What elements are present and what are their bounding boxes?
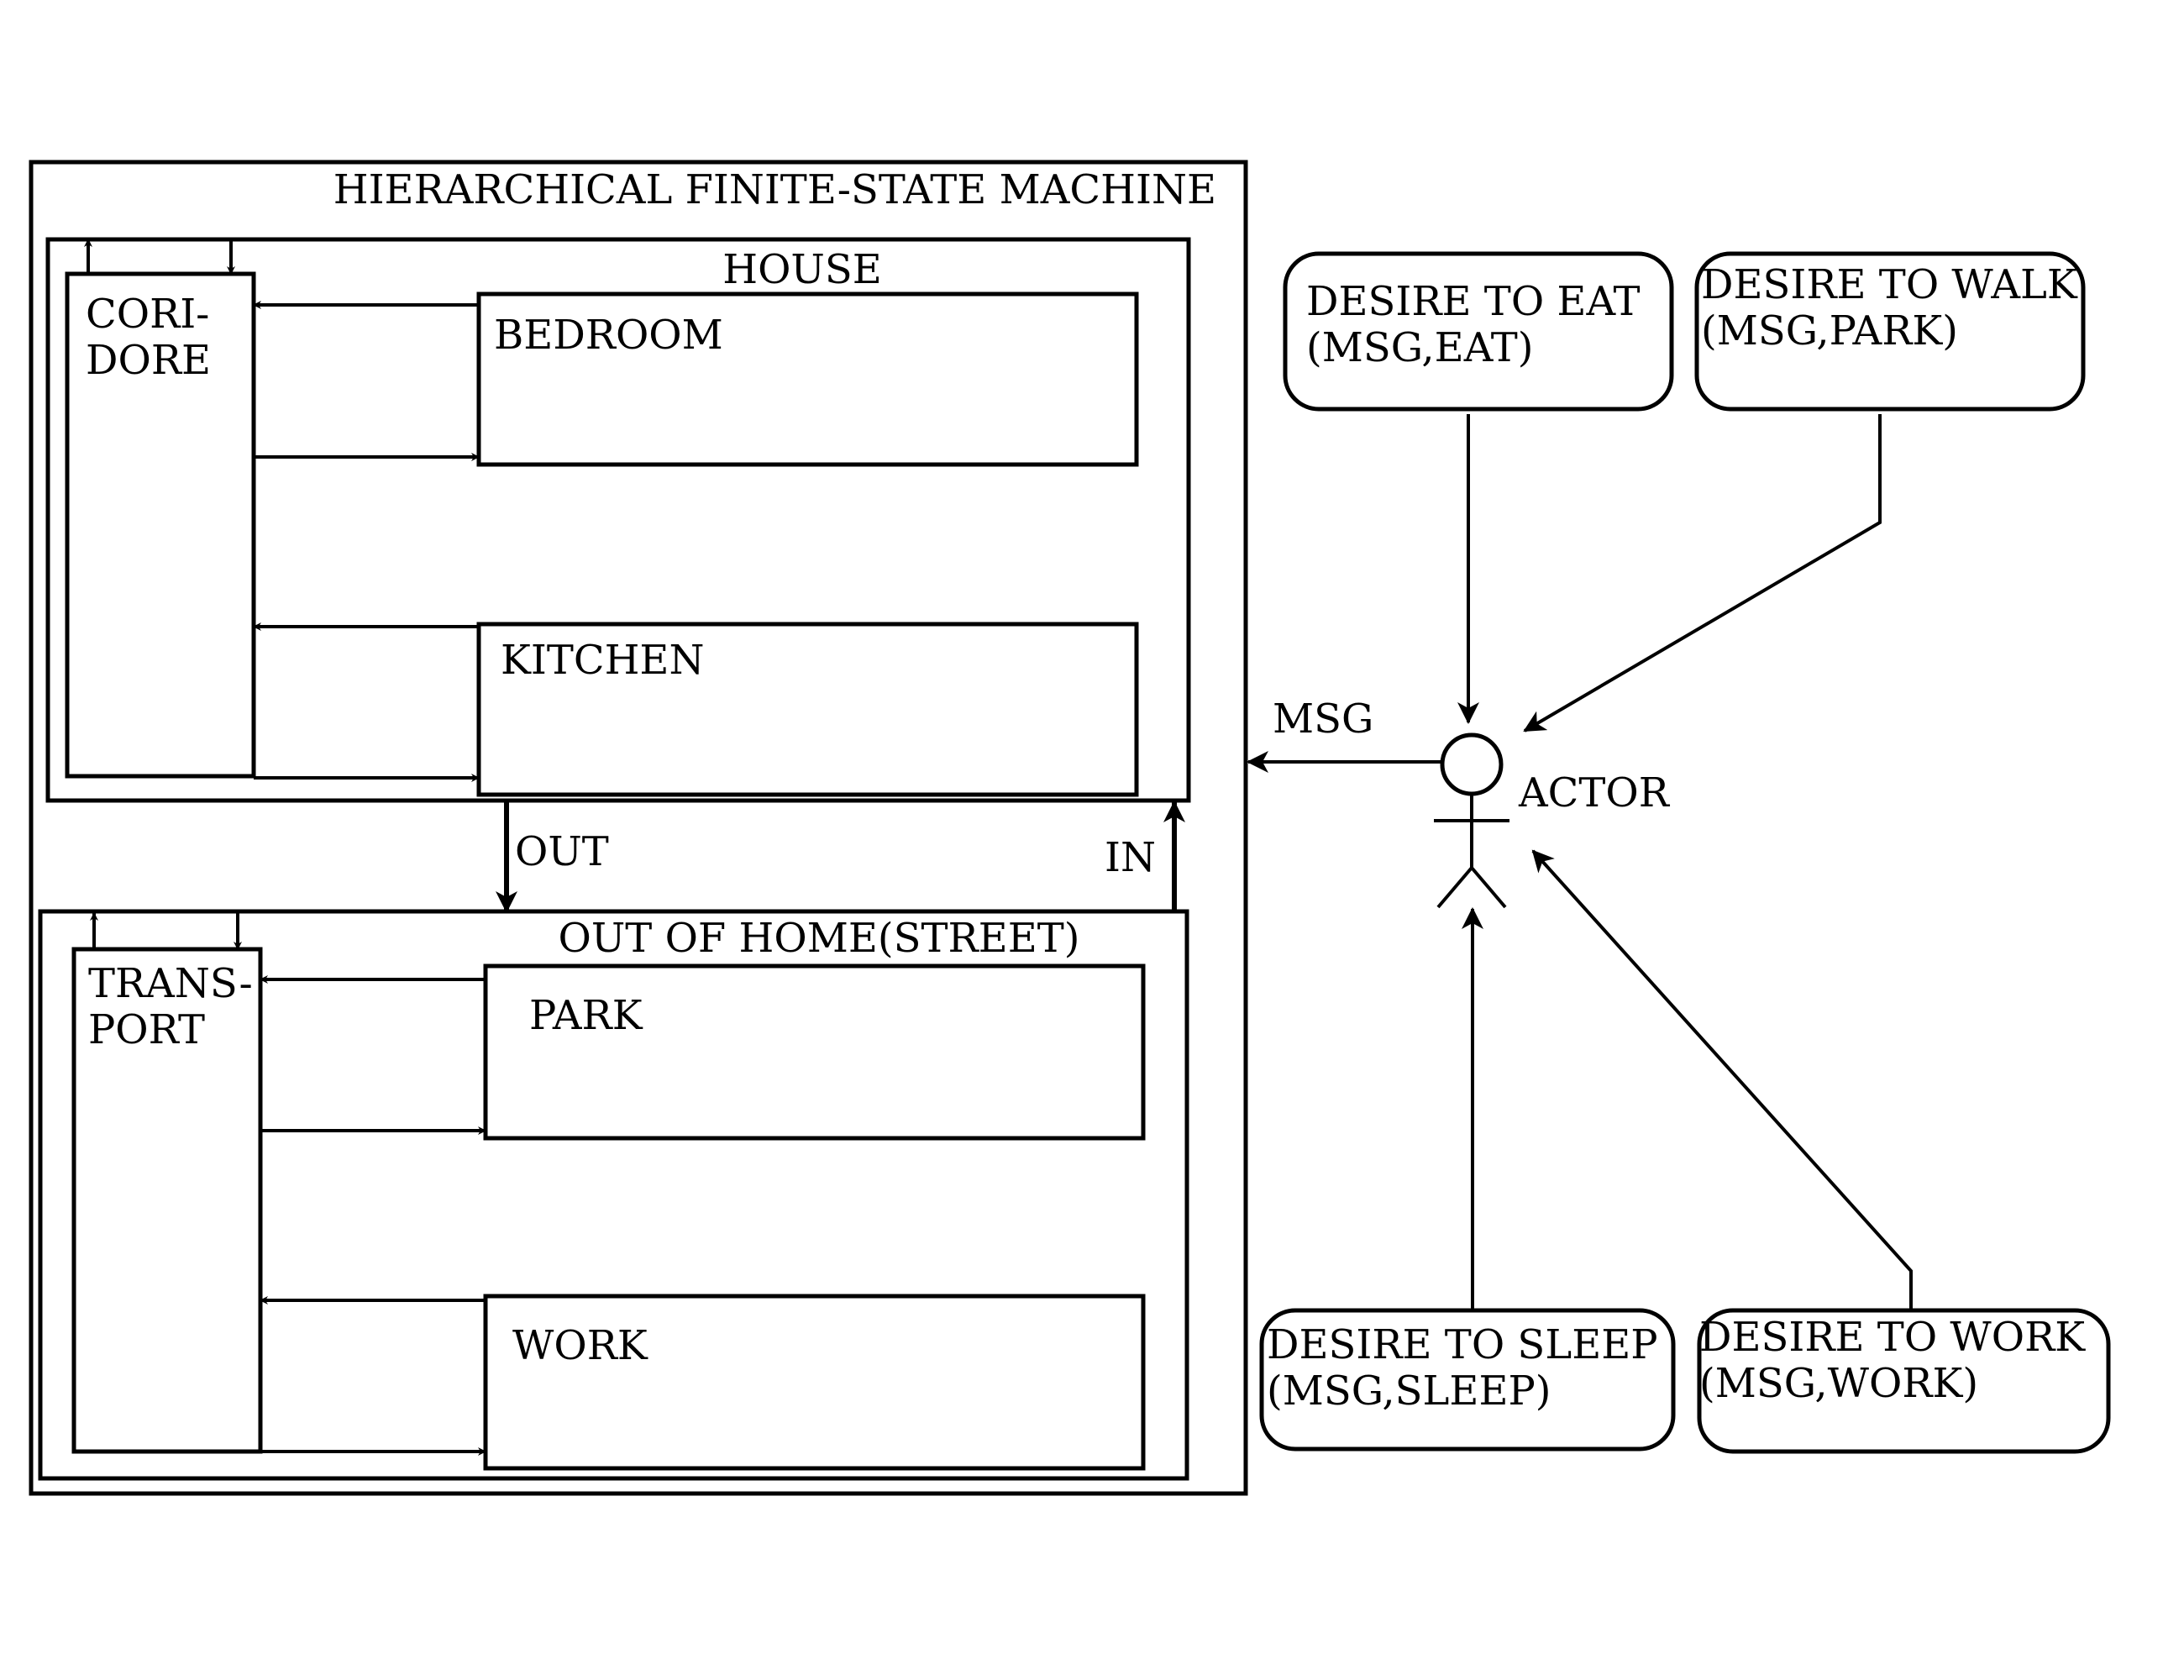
transport-label-line2: PORT — [88, 1006, 205, 1053]
work-state — [483, 1294, 1146, 1471]
desire-walk-box — [1694, 251, 2086, 412]
desire-eat-line2: (MSG,EAT) — [1306, 324, 1533, 371]
corridor-label-line1: CORI- — [86, 291, 209, 338]
street-state: OUT OF HOME(STREET) TRANS- PORT PARK WOR… — [38, 909, 1189, 1481]
hfsm-outer-box — [29, 160, 1248, 1496]
work-to-actor-arrow — [1531, 849, 1913, 1310]
desire-work-box — [1697, 1308, 2111, 1454]
actor-right-leg — [1470, 866, 1507, 909]
desire-sleep-line1: DESIRE TO SLEEP — [1267, 1321, 1658, 1368]
park-label: PARK — [529, 992, 643, 1039]
desire-sleep-box — [1259, 1308, 1676, 1452]
transport-label-line1: TRANS- — [88, 960, 253, 1007]
kitchen-state — [476, 622, 1139, 797]
actor-figure — [1434, 732, 1509, 909]
street-box — [38, 909, 1189, 1481]
work-label: WORK — [512, 1322, 648, 1369]
corridor-label-line2: DORE — [86, 337, 211, 384]
desire-work: DESIRE TO WORK (MSG,WORK) — [1697, 1308, 2111, 1454]
kitchen-label: KITCHEN — [501, 637, 704, 684]
bedroom-label: BEDROOM — [494, 312, 723, 359]
out-label: OUT — [515, 828, 609, 875]
desire-sleep-line2: (MSG,SLEEP) — [1267, 1368, 1551, 1415]
hfsm-title: HIERARCHICAL FINITE-STATE MACHINE — [333, 166, 1216, 213]
house-title: HOUSE — [722, 246, 882, 293]
desire-work-line2: (MSG,WORK) — [1699, 1360, 1978, 1407]
desire-sleep: DESIRE TO SLEEP (MSG,SLEEP) — [1259, 1308, 1676, 1452]
corridor-state — [65, 271, 256, 779]
desire-walk-line2: (MSG,PARK) — [1701, 307, 1958, 354]
msg-label: MSG — [1273, 696, 1373, 743]
park-state — [483, 963, 1146, 1141]
desire-eat-line1: DESIRE TO EAT — [1306, 278, 1641, 325]
actor-label: ACTOR — [1518, 769, 1671, 816]
actor-left-leg — [1436, 866, 1473, 909]
desire-eat: DESIRE TO EAT (MSG,EAT) — [1283, 251, 1674, 412]
desire-eat-box — [1283, 251, 1674, 412]
house-box — [45, 237, 1191, 803]
street-title: OUT OF HOME(STREET) — [559, 915, 1080, 962]
bedroom-state — [476, 291, 1139, 467]
walk-to-actor-arrow — [1523, 414, 1882, 732]
transport-state — [71, 947, 263, 1454]
desire-walk: DESIRE TO WALK (MSG,PARK) — [1694, 251, 2086, 412]
house-state: HOUSE CORI- DORE BEDROOM KITCHEN — [45, 237, 1191, 803]
desire-work-line1: DESIRE TO WORK — [1699, 1314, 2086, 1361]
actor-head — [1440, 732, 1504, 796]
in-label: IN — [1105, 834, 1156, 881]
desire-walk-line1: DESIRE TO WALK — [1701, 261, 2078, 308]
